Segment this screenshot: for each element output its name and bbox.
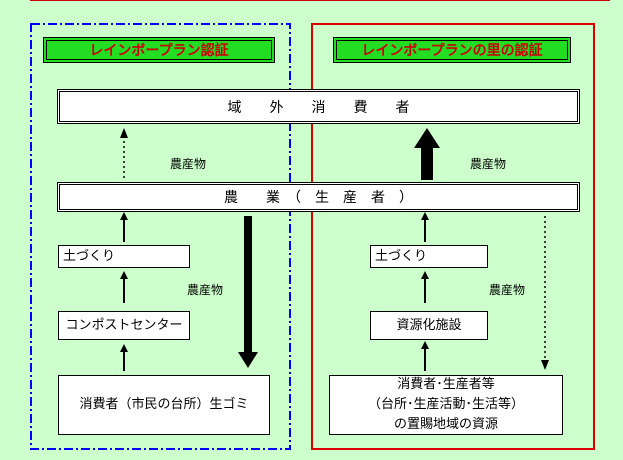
left-source-box: 消費者（市民の台所）生ゴミ	[58, 375, 270, 435]
right-source-line-3: の置賜地域の資源	[393, 417, 498, 432]
thick-up-arrow-head	[414, 128, 440, 148]
thick-up-arrow-shaft	[421, 146, 433, 180]
compost-center-box: コンポストセンター	[58, 311, 190, 340]
produce-label-right-lower: 農産物	[489, 283, 526, 297]
farmers-bar: 農 業 （ 生 産 者 ）	[57, 182, 580, 212]
right-soil-box: 土づくり	[370, 245, 488, 268]
produce-label-right-upper: 農産物	[470, 157, 507, 171]
thick-down-arrow-shaft	[244, 216, 252, 354]
right-source-line-1: 消費者･生産者等	[397, 377, 495, 392]
right-source-line-2: （台所･生産活動･生活等）	[367, 397, 524, 412]
produce-label-left-upper: 農産物	[170, 157, 207, 171]
consumers-outside-bar: 域 外 消 費 者	[57, 89, 580, 124]
left-title: レインボープラン認証	[43, 37, 275, 63]
arrow-farm-to-consumers-head	[120, 128, 128, 138]
right-source-box: 消費者･生産者等 （台所･生産活動･生活等） の置賜地域の資源	[329, 375, 563, 435]
produce-label-left-lower: 農産物	[187, 283, 224, 297]
left-region-border	[30, 23, 291, 450]
resource-facility-box: 資源化施設	[370, 311, 488, 340]
dotted-down-arrow-head	[541, 360, 549, 370]
right-region-border	[311, 23, 595, 450]
top-rule	[30, 0, 610, 1]
thick-down-arrow-head	[238, 352, 258, 368]
left-soil-box: 土づくり	[58, 245, 190, 268]
right-title: レインボープランの里の認証	[333, 37, 571, 63]
